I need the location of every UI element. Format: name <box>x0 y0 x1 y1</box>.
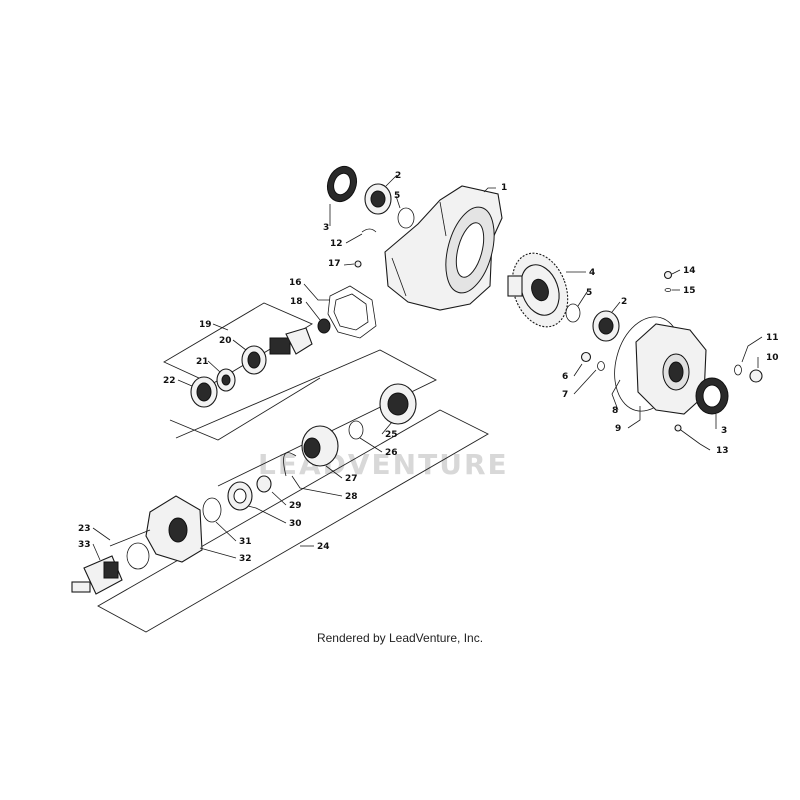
callout-25[interactable]: 25 <box>385 430 398 440</box>
callout-15[interactable]: 15 <box>683 286 696 296</box>
part-washer-7[interactable] <box>597 361 605 371</box>
part-bolt-23[interactable] <box>109 529 151 547</box>
callout-2-lower[interactable]: 2 <box>621 297 627 307</box>
render-credit: Rendered by LeadVenture, Inc. <box>316 631 484 645</box>
callout-1[interactable]: 1 <box>501 183 507 193</box>
part-bearing-22[interactable] <box>190 376 218 408</box>
part-bolt-13[interactable] <box>674 424 701 445</box>
part-cover-9[interactable] <box>635 323 707 415</box>
part-ring-26[interactable] <box>348 420 364 440</box>
callout-20[interactable]: 20 <box>219 336 232 346</box>
part-clip-12[interactable] <box>361 228 377 233</box>
part-pin-17[interactable] <box>354 260 362 268</box>
callout-3-lower[interactable]: 3 <box>721 426 727 436</box>
callout-17[interactable]: 17 <box>328 259 341 269</box>
part-output-flange-33[interactable] <box>71 555 123 595</box>
callout-6[interactable]: 6 <box>562 372 568 382</box>
part-gasket-16[interactable] <box>327 285 377 339</box>
part-washer-15[interactable] <box>664 288 672 292</box>
part-coupler-25[interactable] <box>379 383 417 425</box>
callout-31[interactable]: 31 <box>239 537 252 547</box>
part-bushing-29[interactable] <box>256 475 272 493</box>
callout-13[interactable]: 13 <box>716 446 729 456</box>
callout-14[interactable]: 14 <box>683 266 696 276</box>
part-ring-gear-4[interactable] <box>503 245 578 334</box>
part-pinion-shaft-20[interactable] <box>241 327 313 375</box>
callout-16[interactable]: 16 <box>289 278 302 288</box>
part-spring-28[interactable] <box>283 452 297 477</box>
callout-23[interactable]: 23 <box>78 524 91 534</box>
part-seal-3-lower[interactable] <box>695 377 729 415</box>
callout-33[interactable]: 33 <box>78 540 91 550</box>
callout-32[interactable]: 32 <box>239 554 252 564</box>
part-collar-27[interactable] <box>301 425 339 467</box>
callout-27[interactable]: 27 <box>345 474 358 484</box>
part-ring-5-lower[interactable] <box>565 303 581 323</box>
callout-24[interactable]: 24 <box>317 542 330 552</box>
callout-30[interactable]: 30 <box>289 519 302 529</box>
callout-8[interactable]: 8 <box>612 406 618 416</box>
part-washer-30[interactable] <box>227 481 253 511</box>
part-housing-32[interactable] <box>126 495 203 570</box>
part-washer-11[interactable] <box>734 364 742 376</box>
part-bearing-2-lower[interactable] <box>592 310 620 342</box>
callout-labels: 1 2 3 5 12 17 16 18 4 5 2 14 15 11 10 6 … <box>78 171 779 564</box>
callout-3-upper[interactable]: 3 <box>323 223 329 233</box>
callout-11[interactable]: 11 <box>766 333 779 343</box>
callout-5-upper[interactable]: 5 <box>394 191 400 201</box>
callout-26[interactable]: 26 <box>385 448 398 458</box>
part-bushing-18[interactable] <box>317 318 331 334</box>
part-race-21[interactable] <box>216 368 236 392</box>
leader-lines <box>92 174 763 561</box>
part-plug-10[interactable] <box>749 369 763 383</box>
part-plug-6[interactable] <box>580 351 592 363</box>
callout-12[interactable]: 12 <box>330 239 343 249</box>
part-housing-1[interactable] <box>384 185 503 311</box>
callout-2-upper[interactable]: 2 <box>395 171 401 181</box>
callout-22[interactable]: 22 <box>163 376 176 386</box>
callout-28[interactable]: 28 <box>345 492 358 502</box>
callout-10[interactable]: 10 <box>766 353 779 363</box>
callout-4[interactable]: 4 <box>589 268 595 278</box>
callout-29[interactable]: 29 <box>289 501 302 511</box>
callout-9[interactable]: 9 <box>615 424 621 434</box>
watermark-text: LEADVENTURE <box>258 448 509 481</box>
part-bearing-2-upper[interactable] <box>364 183 392 215</box>
part-bolt-14[interactable] <box>663 270 673 280</box>
group-outline-24 <box>97 409 489 633</box>
group-outline-19-lower <box>169 377 321 441</box>
part-ring-5-upper[interactable] <box>397 207 415 229</box>
callout-5-lower[interactable]: 5 <box>586 288 592 298</box>
callout-21[interactable]: 21 <box>196 357 209 367</box>
callout-18[interactable]: 18 <box>290 297 303 307</box>
callout-7[interactable]: 7 <box>562 390 568 400</box>
callout-19[interactable]: 19 <box>199 320 212 330</box>
part-seal-3-upper[interactable] <box>323 162 362 205</box>
group-outline-19 <box>163 302 313 385</box>
part-ring-31[interactable] <box>202 497 222 523</box>
